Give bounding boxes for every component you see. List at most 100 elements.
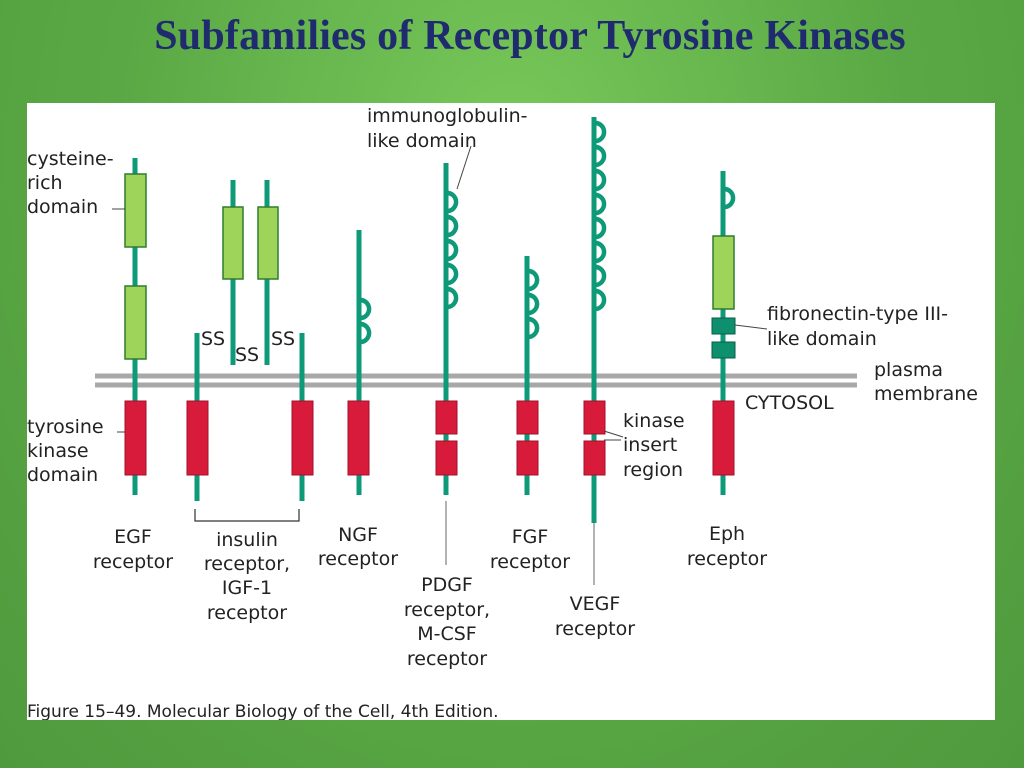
- figure-caption: Figure 15–49. Molecular Biology of the C…: [27, 702, 499, 720]
- pdgf-kinase-domain-2: [435, 440, 458, 476]
- insulin-cysteine-domain-2: [257, 206, 279, 280]
- svg-text:receptor,: receptor,: [404, 599, 490, 621]
- fgf-kinase-domain-1: [516, 400, 539, 435]
- svg-text:rich: rich: [27, 172, 63, 194]
- svg-text:receptor: receptor: [318, 548, 398, 570]
- fgf-kinase-domain-2: [516, 440, 539, 476]
- svg-text:plasma: plasma: [874, 359, 943, 381]
- pdgf-ig-loop: [443, 286, 459, 310]
- svg-text:membrane: membrane: [874, 383, 978, 405]
- svg-text:region: region: [623, 459, 683, 481]
- svg-text:domain: domain: [27, 464, 98, 486]
- svg-text:receptor: receptor: [93, 551, 173, 573]
- immunoglobulin-label: immunoglobulin- like domain: [367, 105, 528, 152]
- slide-title: Subfamilies of Receptor Tyrosine Kinases: [154, 13, 906, 59]
- svg-text:fibronectin-type III-: fibronectin-type III-: [767, 303, 948, 325]
- svg-text:receptor: receptor: [490, 551, 570, 573]
- egf-receptor: [124, 158, 147, 495]
- vegf-ig-loop: [591, 192, 607, 216]
- svg-text:EGF: EGF: [114, 526, 152, 548]
- vegf-ig-loop: [591, 144, 607, 168]
- eph-receptor: [711, 171, 736, 495]
- ngf-ig-loop: [356, 321, 372, 345]
- pdgf-ig-loop: [443, 190, 459, 214]
- svg-text:like domain: like domain: [367, 130, 477, 152]
- pdgf-ig-loop: [443, 238, 459, 262]
- ngf-ig-loop: [356, 297, 372, 321]
- fibronectin-label: fibronectin-type III- like domain: [767, 303, 948, 350]
- plasma-membrane-label: plasma membrane: [874, 359, 978, 405]
- svg-text:VEGF: VEGF: [570, 593, 621, 615]
- fgf-receptor-label: FGF receptor: [490, 526, 570, 573]
- insulin-cysteine-domain-1: [222, 206, 244, 280]
- egf-cysteine-domain-2: [124, 285, 147, 360]
- ngf-receptor-label: NGF receptor: [318, 524, 398, 570]
- vegf-ig-loop: [591, 168, 607, 192]
- svg-text:like domain: like domain: [767, 328, 877, 350]
- leader-lines: [112, 145, 768, 441]
- vegf-ig-loop: [591, 240, 607, 264]
- svg-text:kinase: kinase: [623, 410, 685, 432]
- cytosol-label: CYTOSOL: [745, 392, 834, 414]
- svg-text:FGF: FGF: [512, 526, 549, 548]
- svg-text:kinase: kinase: [27, 440, 89, 462]
- disulfide-label-2: SS: [235, 344, 259, 366]
- svg-text:domain: domain: [27, 196, 98, 218]
- vegf-ig-loop: [591, 120, 607, 144]
- eph-fibronectin-domain-1: [711, 317, 736, 335]
- vegf-ig-loop: [591, 288, 607, 312]
- svg-text:receptor: receptor: [407, 648, 487, 670]
- vegf-receptor-label: VEGF receptor: [555, 593, 635, 640]
- ngf-receptor: [347, 230, 372, 495]
- svg-text:Eph: Eph: [709, 523, 745, 545]
- plasma-membrane: [95, 373, 857, 388]
- tyrosine-kinase-label: tyrosine kinase domain: [27, 416, 104, 486]
- svg-text:cysteine-: cysteine-: [27, 148, 114, 170]
- insulin-receptor: SS SS SS: [186, 180, 314, 522]
- eph-ig-loop: [720, 186, 736, 210]
- svg-text:receptor: receptor: [687, 548, 767, 570]
- egf-kinase-domain: [124, 400, 147, 476]
- vegf-kinase-domain-1: [583, 400, 606, 435]
- figure-panel: SS SS SS: [27, 103, 995, 722]
- disulfide-label-1: SS: [201, 328, 225, 350]
- insulin-kinase-domain-1: [186, 400, 209, 476]
- svg-text:receptor: receptor: [207, 602, 287, 624]
- fgf-receptor: [516, 256, 540, 495]
- svg-text:tyrosine: tyrosine: [27, 416, 104, 438]
- fgf-ig-loop: [524, 292, 540, 316]
- pdgf-receptor: [435, 163, 459, 565]
- pdgf-ig-loop: [443, 214, 459, 238]
- eph-kinase-domain: [712, 400, 735, 476]
- eph-cysteine-domain: [712, 235, 735, 310]
- eph-receptor-label: Eph receptor: [687, 523, 767, 570]
- cysteine-rich-label: cysteine- rich domain: [27, 148, 114, 218]
- vegf-ig-loop: [591, 264, 607, 288]
- egf-receptor-label: EGF receptor: [93, 526, 173, 573]
- pdgf-receptor-label: PDGF receptor, M-CSF receptor: [404, 574, 490, 670]
- eph-fibronectin-domain-2: [711, 341, 736, 359]
- svg-text:insulin: insulin: [216, 529, 278, 551]
- disulfide-label-3: SS: [271, 328, 295, 350]
- insulin-bracket: [194, 509, 300, 522]
- svg-text:receptor: receptor: [555, 618, 635, 640]
- vegf-receptor: [583, 117, 607, 585]
- vegf-kinase-domain-2: [583, 440, 606, 476]
- svg-text:insert: insert: [623, 434, 677, 456]
- receptor-diagram: SS SS SS: [27, 105, 978, 722]
- insulin-receptor-label: insulin receptor, IGF-1 receptor: [204, 529, 290, 624]
- kinase-insert-label: kinase insert region: [623, 410, 685, 481]
- vegf-ig-loop: [591, 216, 607, 240]
- svg-text:M-CSF: M-CSF: [417, 623, 477, 645]
- fgf-ig-loop: [524, 268, 540, 292]
- pdgf-kinase-domain-1: [435, 400, 458, 435]
- egf-cysteine-domain-1: [124, 173, 147, 248]
- pdgf-ig-loop: [443, 262, 459, 286]
- svg-text:receptor,: receptor,: [204, 553, 290, 575]
- svg-text:IGF-1: IGF-1: [222, 577, 272, 599]
- svg-text:immunoglobulin-: immunoglobulin-: [367, 105, 528, 127]
- ngf-kinase-domain: [347, 400, 370, 476]
- fgf-ig-loop: [524, 316, 540, 340]
- svg-text:PDGF: PDGF: [421, 574, 473, 596]
- svg-text:NGF: NGF: [338, 524, 378, 546]
